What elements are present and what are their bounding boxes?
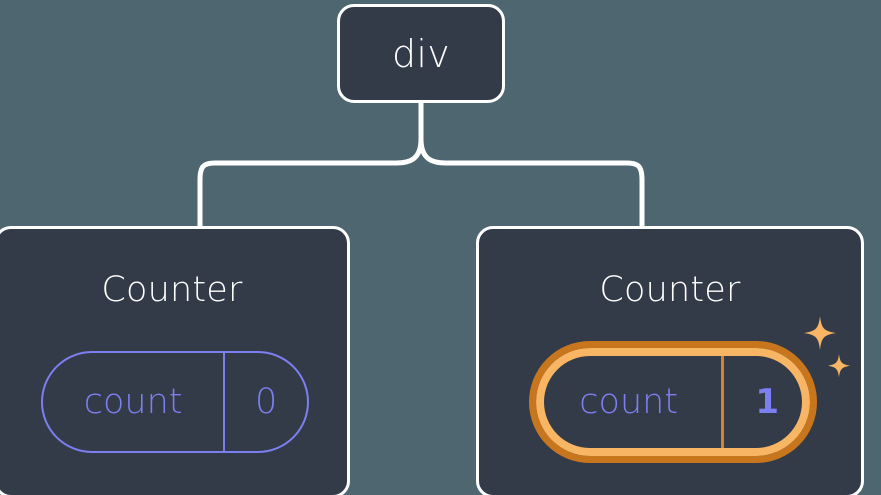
state-value-label: 1 [755, 382, 779, 422]
state-key-label: count [83, 381, 183, 422]
counter-right-title: Counter [599, 270, 741, 310]
node-div-label: div [391, 31, 451, 76]
state-pill-count-0[interactable]: count 0 [41, 351, 309, 453]
state-pill-count-1[interactable]: count 1 [529, 341, 817, 463]
edge-to-counter-right [418, 136, 645, 229]
node-counter-right[interactable]: Counter count 1 [476, 226, 864, 495]
state-value-label: 0 [254, 381, 278, 422]
node-div[interactable]: div [337, 4, 505, 103]
counter-left-state-wrap: count 0 [0, 351, 353, 453]
edge-to-counter-left [197, 136, 424, 229]
state-divider [223, 353, 226, 451]
state-divider [721, 356, 725, 448]
state-key-label: count [579, 381, 679, 422]
node-counter-left[interactable]: Counter count 0 [0, 226, 350, 495]
counter-right-state-wrap: count 1 [479, 341, 867, 463]
counter-left-title: Counter [101, 270, 243, 310]
